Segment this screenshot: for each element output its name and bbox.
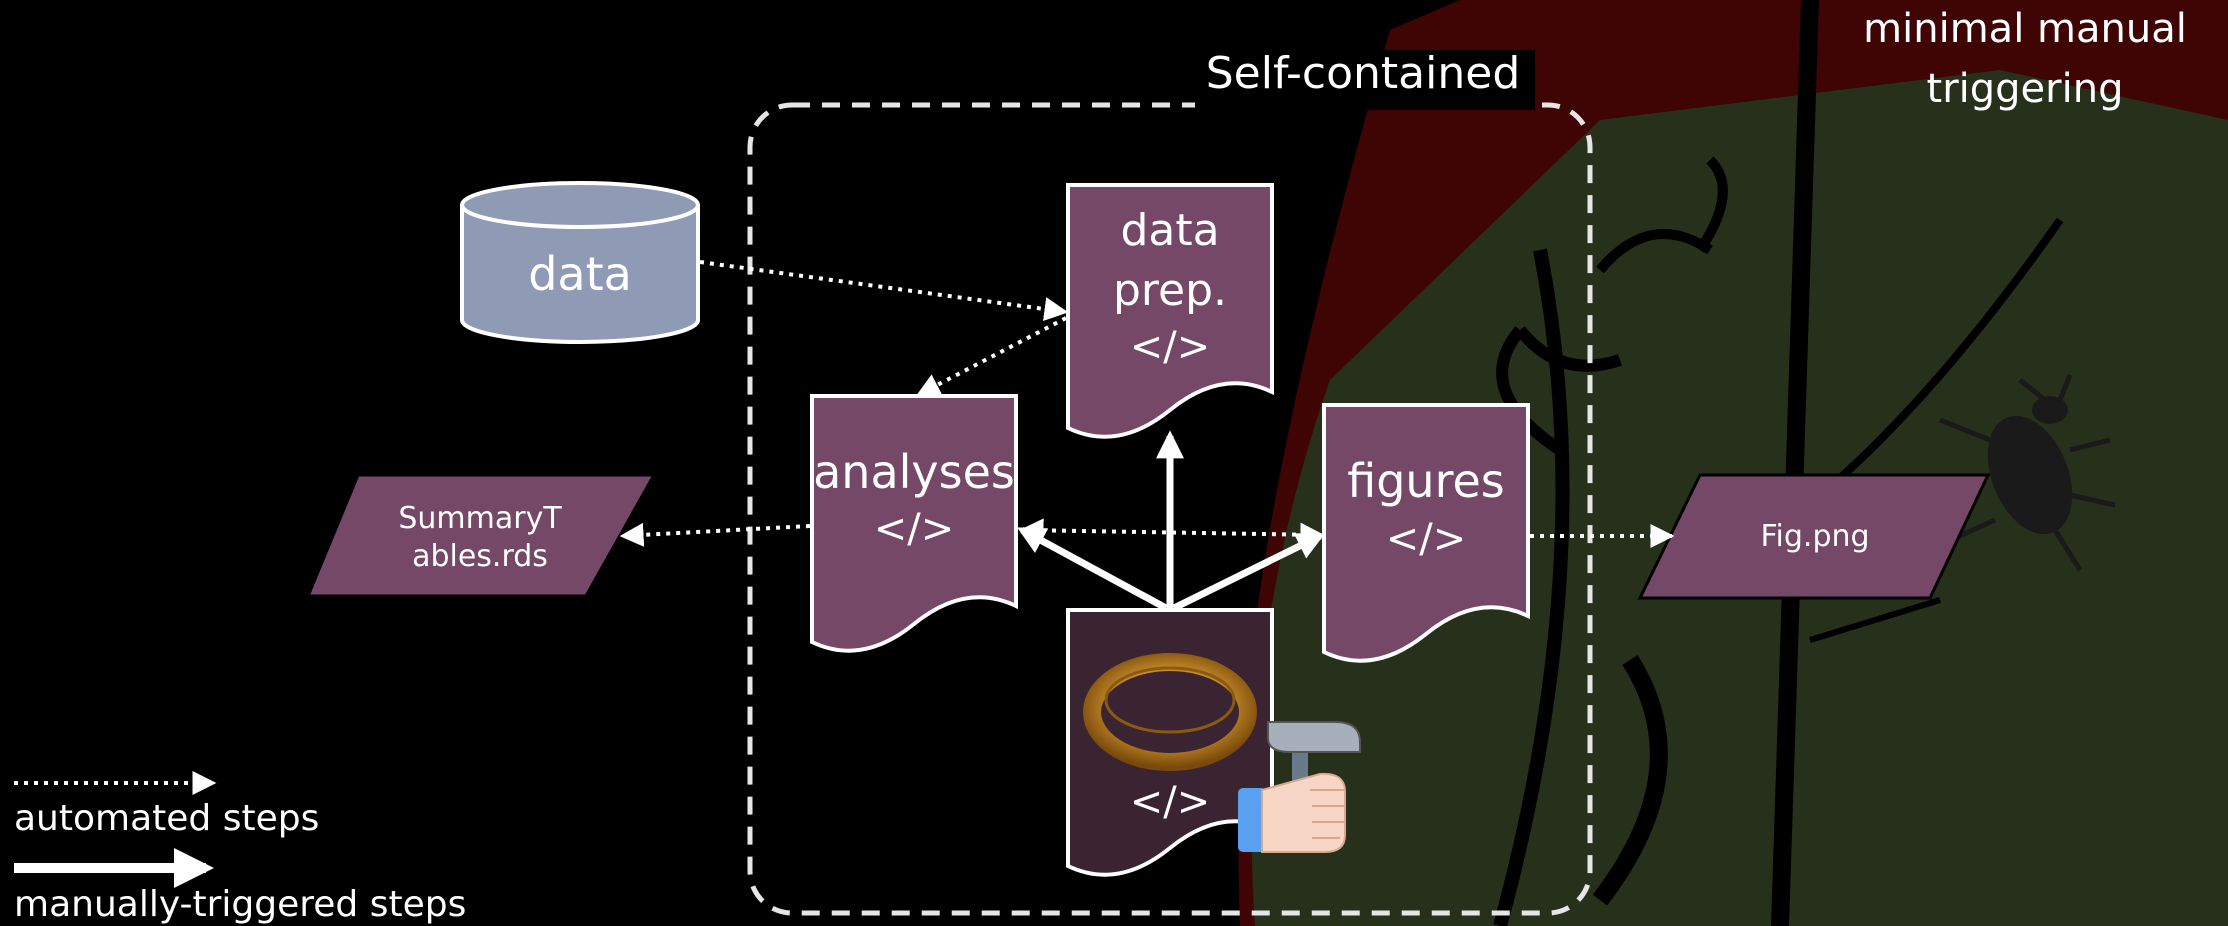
legend-automated-label: automated steps	[14, 798, 319, 839]
one-ring-icon	[1083, 653, 1257, 771]
beetle-icon	[1920, 374, 2116, 572]
data-prep-line1: data	[1120, 205, 1219, 256]
corner-note-line1: minimal manual	[1863, 6, 2187, 52]
fig-png-output: Fig.png	[1637, 473, 1991, 600]
fig-png-label: Fig.png	[1760, 519, 1869, 554]
data-prep-line3: </>	[1130, 324, 1211, 370]
legend-manual-label: manually-triggered steps	[14, 884, 466, 925]
summary-tables-output: SummaryT ables.rds	[305, 473, 657, 598]
edge-prep-to-analyses	[915, 316, 1067, 397]
edge-analyses-to-summary	[619, 522, 811, 547]
legend: automated steps manually-triggered steps	[14, 771, 466, 925]
data-prep-line2: prep.	[1113, 265, 1227, 316]
figures-node: figures </>	[1322, 403, 1530, 663]
summary-tables-line2: ables.rds	[412, 539, 548, 574]
corner-note-line2: triggering	[1927, 66, 2124, 112]
analyses-line1: analyses	[813, 445, 1015, 499]
edge-trigger-to-figures	[1172, 532, 1326, 612]
data-prep-node: data prep. </>	[1066, 183, 1274, 439]
edge-trigger-to-analyses	[1017, 526, 1168, 612]
self-contained-boundary	[747, 102, 1593, 916]
trigger-script-label: </>	[1130, 779, 1211, 825]
figures-line1: figures	[1347, 454, 1505, 508]
data-node-label: data	[528, 247, 632, 301]
edge-data-to-prep	[699, 260, 1069, 321]
summary-tables-line1: SummaryT	[398, 501, 562, 536]
figures-line2: </>	[1386, 516, 1467, 562]
analyses-line2: </>	[874, 506, 955, 552]
container-label: Self-contained	[1206, 48, 1521, 99]
data-node: data	[460, 181, 700, 344]
analyses-node: analyses </>	[810, 394, 1018, 653]
hammer-hand-icon	[1238, 721, 1361, 853]
